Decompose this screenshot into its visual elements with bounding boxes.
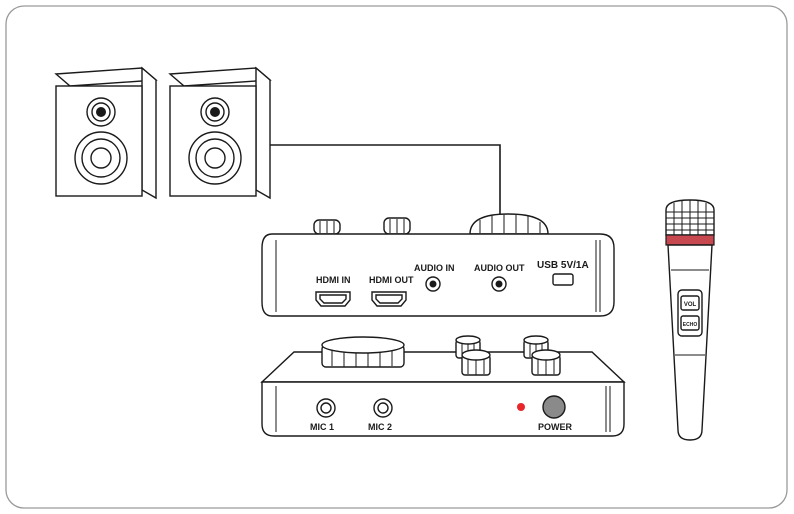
small-knob-icon (531, 349, 561, 376)
audio-in-jack[interactable] (425, 276, 441, 292)
mic1-jack[interactable] (316, 398, 336, 418)
power-label: POWER (538, 422, 573, 432)
audio-out-label: AUDIO OUT (474, 263, 525, 273)
power-button[interactable] (542, 395, 566, 419)
hdmi-in-label: HDMI IN (316, 275, 351, 285)
mic2-label: MIC 2 (368, 422, 392, 432)
hdmi-out-port[interactable] (371, 291, 407, 307)
front-panel-device: MIC 1 MIC 2 POWER (260, 335, 626, 437)
speaker-left (54, 66, 158, 200)
audio-in-label: AUDIO IN (414, 263, 455, 273)
mic-echo-label: ECHO (683, 322, 698, 328)
rear-panel-device: HDMI IN HDMI OUT AUDIO IN AUDIO OUT USB … (261, 213, 615, 317)
speaker-right (168, 66, 272, 200)
mic-color-band (665, 234, 715, 246)
knob-icon (313, 219, 341, 235)
mic2-jack[interactable] (373, 398, 393, 418)
hdmi-out-label: HDMI OUT (369, 275, 414, 285)
hdmi-in-port[interactable] (315, 291, 351, 307)
knob-icon (469, 213, 549, 235)
volume-knob-icon (321, 336, 405, 368)
wireless-microphone-icon: VOL ECHO (665, 199, 715, 441)
small-knob-icon (461, 349, 491, 376)
usb-port[interactable] (552, 273, 574, 286)
usb-label: USB 5V/1A (537, 260, 589, 271)
mic-volume-label: VOL (684, 302, 697, 308)
audio-out-jack[interactable] (491, 276, 507, 292)
mic1-label: MIC 1 (310, 422, 334, 432)
knob-icon (383, 217, 411, 235)
power-indicator-led (517, 403, 525, 411)
